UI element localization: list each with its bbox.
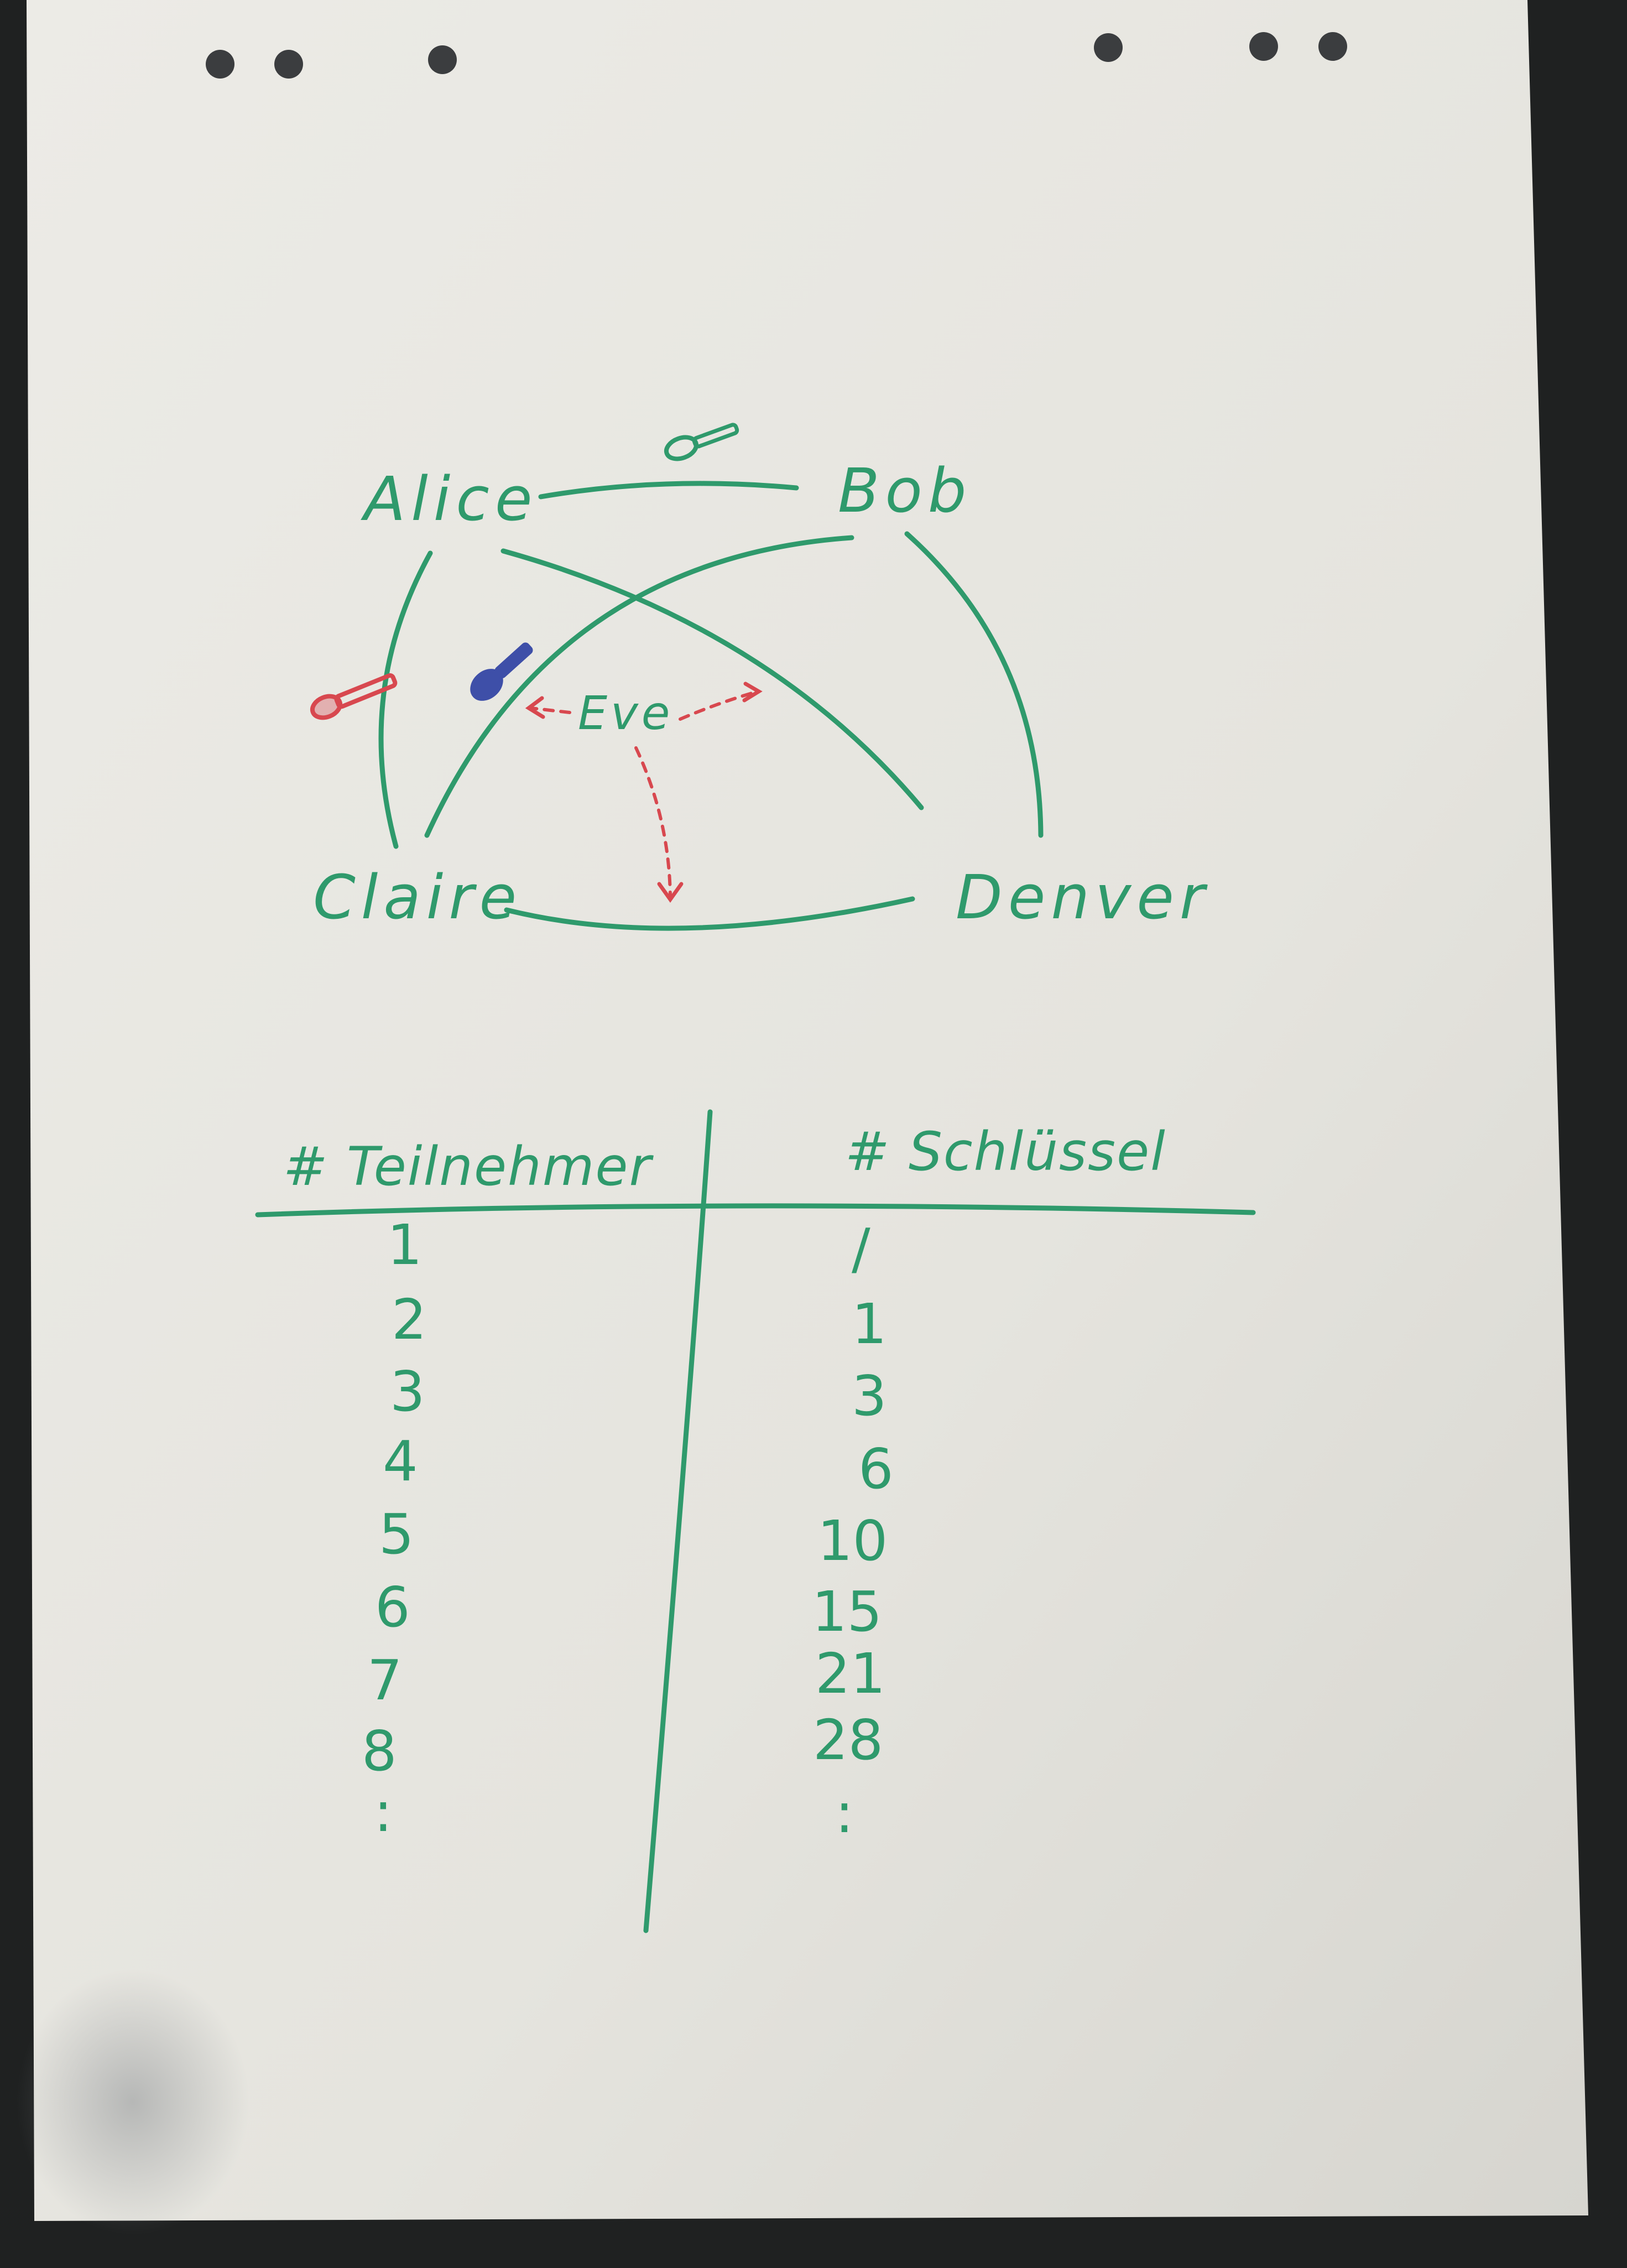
edge-alice-bob: [538, 481, 799, 500]
eve-arrows: [529, 690, 759, 898]
keys-cell: /: [852, 1216, 870, 1281]
connection-lines: [378, 481, 1044, 931]
keys-cell: 1: [852, 1292, 887, 1356]
green-key-icon: [664, 423, 739, 461]
participants-cell: 2: [392, 1287, 427, 1352]
node-label-claire: Claire: [313, 862, 522, 933]
edge-bob-denver: [904, 531, 1044, 838]
table-lines: [255, 1109, 1256, 1933]
participants-cell: 4: [383, 1429, 418, 1494]
red-key-icon: [310, 673, 398, 720]
arrow-to-claire-denver: [634, 746, 672, 898]
keys-cell: 3: [852, 1364, 887, 1428]
participants-cell: 3: [390, 1359, 425, 1424]
shadow-blob: [17, 1969, 249, 2235]
arrow-to-alice-claire: [529, 706, 571, 714]
participants-cell: 7: [367, 1648, 403, 1713]
eve-arrowheads: [525, 682, 763, 903]
participants-cell: 6: [375, 1575, 410, 1640]
arrow-to-bob-denver: [679, 690, 759, 721]
node-label-alice: Alice: [361, 464, 538, 534]
blue-key-icon: [470, 642, 533, 701]
keys-cell: 10: [817, 1508, 888, 1573]
keys-cell: 6: [858, 1437, 894, 1501]
node-label-bob: Bob: [838, 455, 972, 526]
keys-cell: 15: [812, 1579, 882, 1644]
participants-cell: 1: [387, 1213, 423, 1277]
participants-cell: 5: [379, 1502, 414, 1567]
edge-claire-denver: [504, 896, 915, 931]
keys-ellipsis: :: [835, 1781, 854, 1845]
node-label-denver: Denver: [956, 862, 1210, 933]
participants-column: 1 2 3 4 5 6 7 8 :: [362, 1213, 427, 1844]
edge-bob-claire: [424, 535, 854, 838]
table-column-divider: [643, 1109, 713, 1933]
keys-column: / 1 3 6 10 15 21 28 :: [812, 1216, 894, 1845]
table-header-rule: [255, 1203, 1256, 1218]
participants-ellipsis: :: [374, 1780, 393, 1844]
edge-alice-claire: [378, 550, 433, 849]
paper-sheet: [27, 0, 1588, 2221]
header-keys: # Schlüssel: [845, 1121, 1166, 1183]
keys-cell: 21: [815, 1641, 885, 1706]
edge-alice-denver: [500, 548, 924, 810]
node-label-eve: Eve: [578, 686, 673, 740]
keys-cell: 28: [813, 1708, 883, 1772]
header-participants: # Teilnehmer: [283, 1136, 654, 1198]
participants-cell: 8: [362, 1719, 397, 1783]
punch-holes: [206, 32, 1347, 79]
